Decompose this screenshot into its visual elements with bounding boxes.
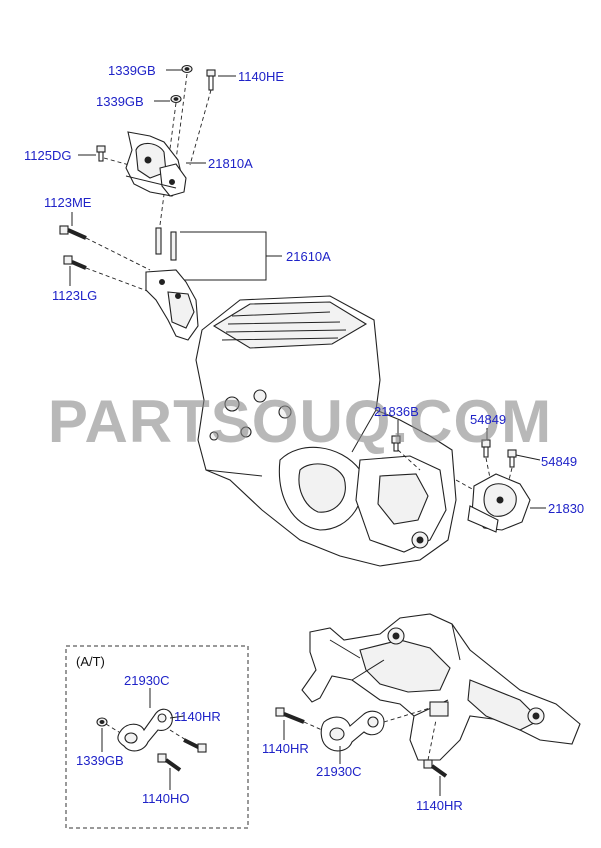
bolt-1123lg[interactable] [63,255,87,270]
bolt-21836b[interactable] [391,435,401,452]
bolt-1140ho[interactable] [157,753,182,772]
callout-1339gb-mid[interactable]: 1339GB [96,94,144,109]
engine-transaxle-assembly [195,295,457,567]
callout-1140ho[interactable]: 1140HO [142,791,189,806]
bolt-1125dg[interactable] [96,145,106,162]
stud-bolt-21610a-b[interactable] [170,231,177,261]
at-box-title: (A/T) [76,654,105,669]
bolt-1123me[interactable] [59,225,87,240]
bolt-1140hr-bottom[interactable] [423,759,448,778]
callout-21610a[interactable]: 21610A [286,249,331,264]
bolt-1140he[interactable] [206,69,216,91]
bolt-1140hr-left[interactable] [275,707,305,724]
bracket-21810a[interactable] [125,131,187,197]
bolt-54849-a[interactable] [481,439,491,458]
engine-side-bracket[interactable] [145,269,199,341]
nut-1339gb-mid[interactable] [170,94,182,104]
nut-1339gb-top[interactable] [181,64,193,74]
callout-1123lg[interactable]: 1123LG [52,288,97,303]
roll-rod-21930c-main[interactable] [320,710,385,752]
callout-1140he[interactable]: 1140HE [238,69,284,84]
callout-1140hr-box[interactable]: 1140HR [174,709,221,724]
callout-21830[interactable]: 21830 [548,501,584,516]
callout-1339gb-top[interactable]: 1339GB [108,63,156,78]
callout-1339gb-box[interactable]: 1339GB [76,753,124,768]
callout-21836b[interactable]: 21836B [374,404,419,419]
roll-rod-21930c-box[interactable] [117,708,173,752]
front-subframe [301,613,581,761]
callout-54849-b[interactable]: 54849 [541,454,577,469]
callout-21930c-box[interactable]: 21930C [124,673,170,688]
callout-21810a[interactable]: 21810A [208,156,253,171]
watermark-text: PARTSOUQ.COM [48,388,552,455]
callout-54849-a[interactable]: 54849 [470,412,506,427]
at-variant-box [65,645,249,829]
transaxle-mount-21830[interactable] [467,473,531,533]
callout-1125dg[interactable]: 1125DG [24,148,71,163]
bolt-54849-b[interactable] [507,449,517,468]
nut-1339gb-box[interactable] [96,717,108,727]
callout-21930c-main[interactable]: 21930C [316,764,362,779]
callout-1123me[interactable]: 1123ME [44,195,92,210]
callout-1140hr-left[interactable]: 1140HR [262,741,309,756]
stud-bolt-21610a-a[interactable] [155,227,162,255]
callout-1140hr-bottom[interactable]: 1140HR [416,798,463,813]
bolt-1140hr-box[interactable] [183,738,207,753]
